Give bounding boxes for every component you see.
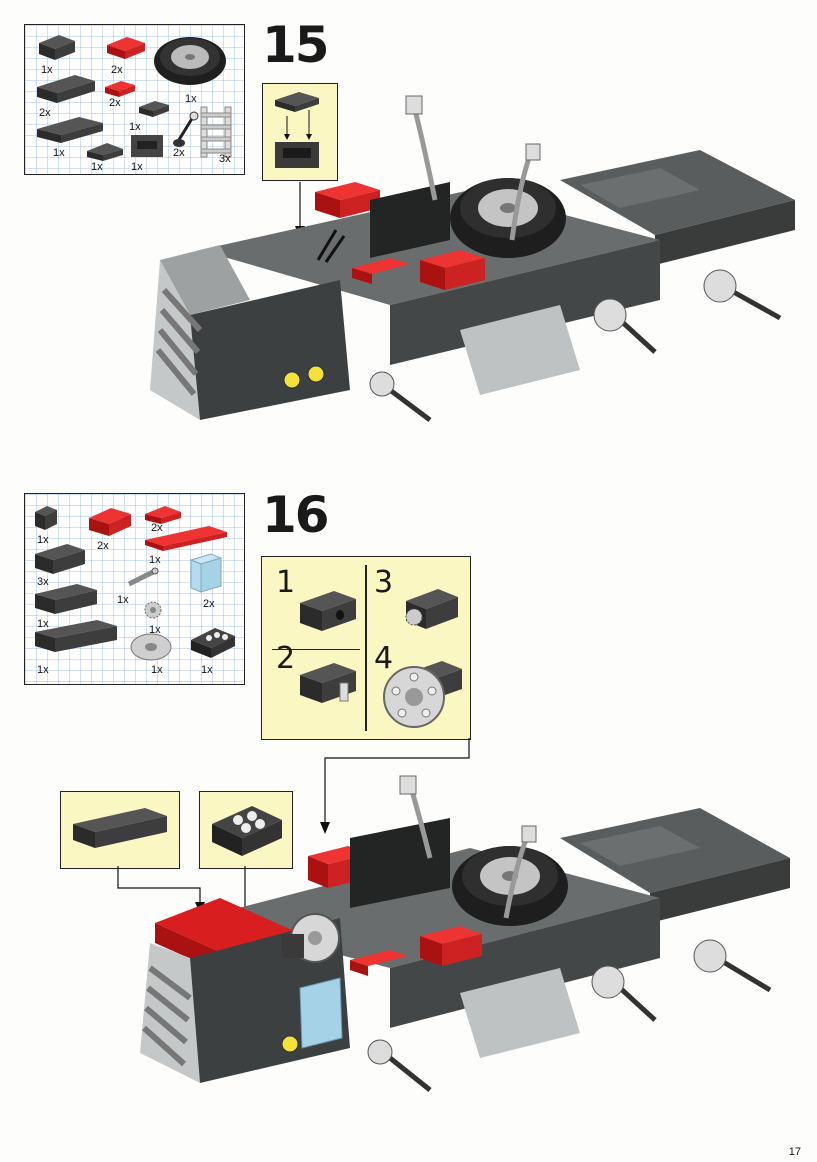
qty-label: 1x — [185, 93, 197, 105]
step16-substeps-callout: 1 2 3 4 — [261, 556, 471, 740]
step16-parts-list: 1x 2x 2x 1x 3x 1x 2x 1x 1x 1x 1x 1x — [24, 493, 245, 685]
qty-label: 1x — [131, 161, 143, 173]
step15-model-assembly — [150, 95, 795, 422]
qty-label: 1x — [91, 161, 103, 173]
brick-1x4-dark-icon — [35, 584, 97, 614]
qty-label: 2x — [39, 107, 51, 119]
qty-label: 2x — [111, 64, 123, 76]
qty-label: 1x — [37, 534, 49, 546]
substep-number: 2 — [276, 641, 296, 676]
step-number-16: 16 — [262, 486, 330, 544]
qty-label: 2x — [203, 598, 215, 610]
brick-with-hole-icon — [300, 591, 356, 631]
brick-with-axle-icon — [300, 663, 356, 703]
qty-label: 1x — [37, 618, 49, 630]
step-number-15: 15 — [262, 16, 330, 74]
wheel-hub-icon — [130, 633, 172, 661]
axle-pin-icon — [127, 567, 159, 587]
window-trans-icon — [189, 553, 223, 593]
qty-label: 2x — [97, 540, 109, 552]
substep-number: 1 — [276, 565, 296, 600]
slope-dials-icon — [212, 806, 282, 856]
brick-1x6-dark-icon — [35, 620, 117, 652]
qty-label: 2x — [173, 147, 185, 159]
plate-2x4-dark-icon — [37, 117, 103, 143]
lever-base-icon — [131, 135, 163, 157]
plate-1x2-red-icon — [145, 506, 181, 524]
qty-label: 1x — [41, 64, 53, 76]
wheel-tire-icon — [154, 37, 226, 85]
qty-label: 1x — [129, 121, 141, 133]
brick-with-gear-icon — [405, 589, 458, 629]
qty-label: 1x — [149, 554, 161, 566]
plate-1x6-red-icon — [145, 526, 227, 551]
plate-1x2-dark-small-icon — [87, 143, 123, 161]
ladder-icon — [200, 106, 232, 158]
brick-1x1-dark-icon — [35, 506, 57, 530]
plate-1x2-dark-icon — [139, 101, 169, 117]
qty-label: 1x — [117, 594, 129, 606]
brick-1x2-dark-icon — [39, 35, 75, 60]
substep-number: 3 — [374, 565, 394, 600]
lever-assembly-icon — [275, 92, 319, 168]
page-number: 17 — [788, 1146, 801, 1158]
qty-label: 1x — [53, 147, 65, 159]
qty-label: 1x — [149, 624, 161, 636]
step16-model-assembly — [117, 738, 790, 1092]
qty-label: 3x — [37, 576, 49, 588]
qty-label: 1x — [37, 664, 49, 676]
substep-number: 4 — [374, 641, 394, 676]
slope-dials-icon — [191, 628, 235, 658]
step15-callout — [262, 83, 338, 181]
brick-with-hub-icon — [383, 661, 462, 728]
qty-label: 2x — [151, 522, 163, 534]
qty-label: 3x — [219, 153, 231, 165]
plate-1x2-red-icon — [107, 37, 145, 59]
qty-label: 2x — [109, 97, 121, 109]
brick-1x2-red-icon — [89, 508, 131, 536]
brick-1x4-dark-icon — [37, 75, 95, 103]
slope-dials-callout — [199, 791, 293, 869]
qty-label: 1x — [151, 664, 163, 676]
qty-label: 1x — [201, 664, 213, 676]
step15-parts-list: 1x 2x 1x 2x 2x 1x 1x 1x 1x 2x 3x — [24, 24, 245, 175]
brick-1x3-dark-icon — [35, 544, 85, 574]
brick-1x6-dark-icon — [73, 808, 167, 848]
lever-icon — [173, 111, 199, 147]
plate-1x2-red-small-icon — [105, 81, 135, 97]
gear-small-icon — [144, 601, 162, 619]
brick-1x6-callout — [60, 791, 180, 869]
